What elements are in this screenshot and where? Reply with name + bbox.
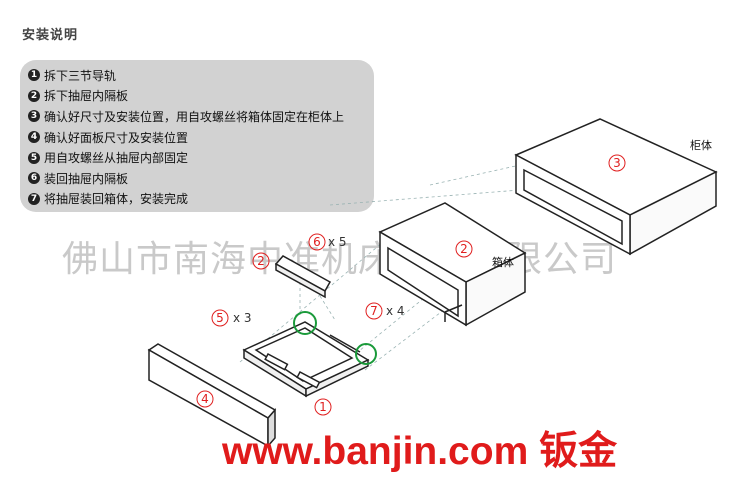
marker-2-divider-number: 2 — [257, 254, 265, 268]
step-text: 确认好尺寸及安装位置，用自攻螺丝将箱体固定在柜体上 — [44, 109, 345, 124]
step-number: 3 — [28, 110, 40, 123]
box-label: 箱体 — [492, 255, 514, 269]
marker-5-quantity: x 3 — [233, 311, 252, 325]
step-text: 用自攻螺丝从抽屉内部固定 — [44, 151, 189, 166]
marker-4: 4 — [196, 390, 214, 408]
marker-3-number: 3 — [613, 156, 621, 170]
step-text: 将抽屉装回箱体，安装完成 — [44, 192, 189, 207]
marker-6-number: 6 — [313, 235, 321, 249]
marker-7-quantity: x 4 — [386, 304, 405, 318]
brand-url: www.banjin.com 钣金 — [222, 430, 618, 473]
marker-6: 6 x 5 — [308, 233, 347, 251]
screw-highlight-circle — [293, 311, 317, 335]
marker-7-number: 7 — [370, 304, 378, 318]
marker-2-divider: 2 — [252, 252, 270, 270]
marker-7: 7 x 4 — [365, 302, 405, 320]
step-number: 7 — [28, 192, 40, 205]
marker-6-quantity: x 5 — [328, 235, 347, 249]
inner-divider-panel — [274, 255, 332, 299]
marker-5: 5 x 3 — [211, 309, 252, 327]
step-item: 1 拆下三节导轨 — [28, 65, 374, 86]
step-item: 5 用自攻螺丝从抽屉内部固定 — [28, 147, 374, 168]
cabinet-body — [514, 118, 718, 256]
step-item: 3 确认好尺寸及安装位置，用自攻螺丝将箱体固定在柜体上 — [28, 106, 374, 127]
steps-panel: 1 拆下三节导轨 2 拆下抽屉内隔板 3 确认好尺寸及安装位置，用自攻螺丝将箱体固定在… — [20, 60, 374, 212]
marker-1: 1 — [314, 398, 332, 416]
front-panel — [147, 343, 277, 448]
screw-highlight-circle — [355, 343, 377, 365]
step-item: 4 确认好面板尺寸及安装位置 — [28, 127, 374, 148]
step-number: 6 — [28, 172, 40, 185]
steps-list: 1 拆下三节导轨 2 拆下抽屉内隔板 3 确认好尺寸及安装位置，用自攻螺丝将箱体固定在… — [20, 60, 374, 209]
step-text: 拆下三节导轨 — [44, 68, 117, 83]
step-item: 2 拆下抽屉内隔板 — [28, 86, 374, 107]
step-number: 2 — [28, 89, 40, 102]
step-number: 5 — [28, 151, 40, 164]
step-number: 4 — [28, 131, 40, 144]
step-item: 7 将抽屉装回箱体，安装完成 — [28, 189, 374, 210]
step-text: 拆下抽屉内隔板 — [44, 89, 129, 104]
drawer-box-housing — [378, 202, 527, 327]
step-text: 装回抽屉内隔板 — [44, 171, 129, 186]
marker-1-number: 1 — [319, 400, 327, 414]
cabinet-label: 柜体 — [690, 138, 712, 152]
step-number: 1 — [28, 69, 40, 82]
marker-2-box: 2 — [455, 240, 473, 258]
marker-3: 3 — [608, 154, 626, 172]
marker-2-box-number: 2 — [460, 242, 468, 256]
step-item: 6 装回抽屉内隔板 — [28, 168, 374, 189]
page-title: 安装说明 — [22, 28, 79, 43]
drawer-tray — [242, 321, 370, 398]
marker-4-number: 4 — [201, 392, 209, 406]
step-text: 确认好面板尺寸及安装位置 — [44, 130, 189, 145]
marker-5-number: 5 — [216, 311, 224, 325]
